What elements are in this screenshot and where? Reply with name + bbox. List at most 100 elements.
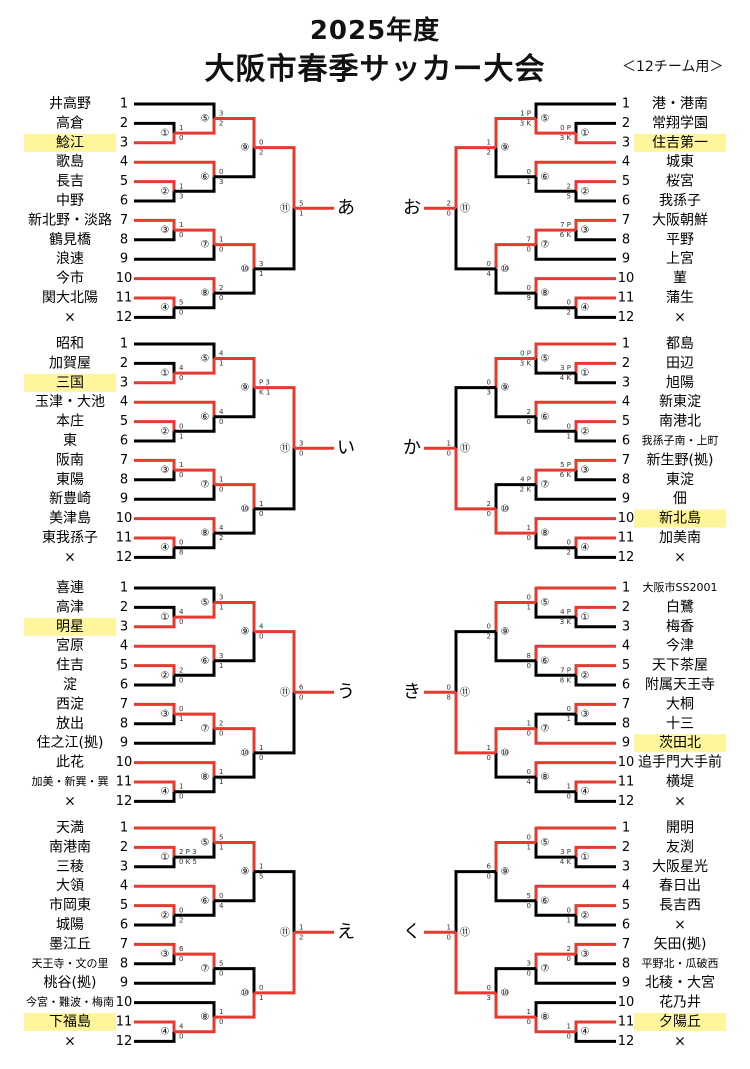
score: 0 bbox=[567, 955, 571, 963]
slot-number: 11 bbox=[618, 775, 635, 790]
bracket-line bbox=[134, 617, 176, 629]
bracket-line bbox=[174, 777, 216, 794]
match-number: ⑤ bbox=[201, 598, 210, 609]
bracket-line bbox=[574, 536, 616, 548]
score: 0 bbox=[259, 754, 263, 762]
score: 1 bbox=[219, 844, 223, 852]
score: 0 bbox=[259, 984, 263, 992]
slot-number: 11 bbox=[116, 775, 133, 790]
slot-number: 5 bbox=[622, 658, 630, 673]
bracket-block-right-4: 開明1友渕2大阪星光3春日出4長吉西5×6矢田(拠)7平野北・瓜破西8北稜・大宮… bbox=[403, 820, 726, 1049]
score: 0 bbox=[179, 955, 183, 963]
slot-number: 10 bbox=[116, 271, 133, 286]
match-number: ④ bbox=[161, 303, 170, 314]
bracket-line bbox=[574, 458, 616, 471]
match-number: ③ bbox=[581, 709, 590, 720]
score: 0 bbox=[527, 970, 531, 978]
score: 8 bbox=[527, 652, 531, 660]
slot-number: 3 bbox=[622, 375, 630, 390]
match-number: ③ bbox=[581, 465, 590, 476]
team-name: 宮原 bbox=[56, 638, 84, 654]
slot-number: 4 bbox=[622, 879, 630, 894]
team-name: 井高野 bbox=[49, 95, 91, 112]
bracket-block-right-3: 大阪市SS20011白鷺2梅香3今津4天下茶屋5附属天王寺6大桐7十三8茨田北9… bbox=[403, 580, 726, 809]
score: 1 bbox=[527, 1008, 531, 1016]
bracket-line bbox=[454, 870, 496, 933]
bracket-line bbox=[174, 416, 216, 433]
score: 8 bbox=[447, 693, 451, 701]
bracket-line bbox=[134, 915, 176, 927]
bracket-line bbox=[174, 952, 216, 969]
bracket-line bbox=[214, 992, 256, 1019]
slot-number: 11 bbox=[116, 531, 133, 546]
match-number: ② bbox=[581, 670, 590, 681]
bracket-line bbox=[254, 870, 296, 933]
bracket-line bbox=[574, 296, 616, 308]
bracket-block-right-1: 港・港南1常翔学園2住吉第一3城東4桜宮5我孫子6大阪朝鮮7平野8上宮9菫10蒲… bbox=[403, 96, 726, 325]
bracket-line bbox=[134, 296, 176, 308]
score: 0 bbox=[179, 134, 183, 142]
slot-number: 9 bbox=[622, 252, 630, 267]
match-number: ⑥ bbox=[541, 896, 550, 907]
score: 1 bbox=[179, 221, 183, 229]
bracket-line bbox=[534, 416, 576, 433]
team-name: 北稜・大宮 bbox=[645, 975, 715, 991]
match-number: ⑧ bbox=[201, 772, 210, 783]
match-number: ③ bbox=[161, 949, 170, 960]
highlight-winner bbox=[24, 373, 116, 392]
score: 0 bbox=[179, 374, 183, 382]
score: 3 bbox=[487, 389, 491, 397]
score: 1 bbox=[259, 744, 263, 752]
team-name: 友渕 bbox=[666, 839, 694, 855]
team-name: 東淀 bbox=[666, 472, 694, 488]
highlight-winner bbox=[634, 734, 726, 753]
score: 0 bbox=[567, 422, 571, 430]
bracket-line bbox=[454, 146, 496, 209]
block-label: お bbox=[403, 197, 421, 218]
slot-number: 9 bbox=[120, 252, 128, 267]
match-number: ⑩ bbox=[241, 504, 250, 515]
slot-number: 5 bbox=[622, 174, 630, 189]
team-name: 上宮 bbox=[666, 251, 694, 267]
team-name: 東我孫子 bbox=[42, 530, 98, 546]
score: 0 bbox=[567, 539, 571, 547]
score: 1 bbox=[179, 715, 183, 723]
score: 1 bbox=[219, 768, 223, 776]
match-number: ⑨ bbox=[241, 627, 250, 638]
score: 0 bbox=[219, 168, 223, 176]
slot-number: 12 bbox=[618, 1034, 635, 1049]
bracket-line bbox=[174, 660, 216, 677]
team-name: 今市 bbox=[56, 270, 84, 287]
bracket-line bbox=[534, 228, 576, 245]
bracket-line bbox=[174, 842, 216, 859]
score: 3 bbox=[259, 260, 263, 268]
score: 0 bbox=[447, 209, 451, 217]
bracket-line bbox=[134, 547, 176, 559]
slot-number: 4 bbox=[120, 395, 128, 410]
match-number: ③ bbox=[161, 465, 170, 476]
score: 1 bbox=[447, 923, 451, 931]
bracket-line bbox=[214, 727, 256, 753]
bracket-line bbox=[534, 533, 576, 550]
match-number: ⑩ bbox=[501, 988, 510, 999]
team-name: 西淀 bbox=[56, 696, 84, 712]
bracket-line bbox=[494, 992, 536, 1019]
match-number: ③ bbox=[581, 949, 590, 960]
bracket-line bbox=[574, 605, 616, 618]
score: 4 bbox=[487, 270, 492, 278]
score: 3 bbox=[219, 652, 223, 660]
bracket-line bbox=[574, 1031, 616, 1043]
bracket-line bbox=[134, 133, 176, 145]
score: 2 bbox=[259, 149, 263, 157]
slot-number: 8 bbox=[120, 956, 128, 971]
score: 3 K bbox=[520, 360, 532, 368]
slot-number: 6 bbox=[622, 678, 630, 693]
score: 4 bbox=[219, 350, 224, 358]
team-name: 三国 bbox=[56, 375, 84, 391]
match-number: ④ bbox=[581, 787, 590, 798]
score: 0 bbox=[219, 246, 223, 254]
match-number: ⑨ bbox=[241, 143, 250, 154]
highlight-winner bbox=[24, 133, 116, 152]
slot-number: 11 bbox=[618, 531, 635, 546]
slot-number: 7 bbox=[622, 453, 630, 468]
